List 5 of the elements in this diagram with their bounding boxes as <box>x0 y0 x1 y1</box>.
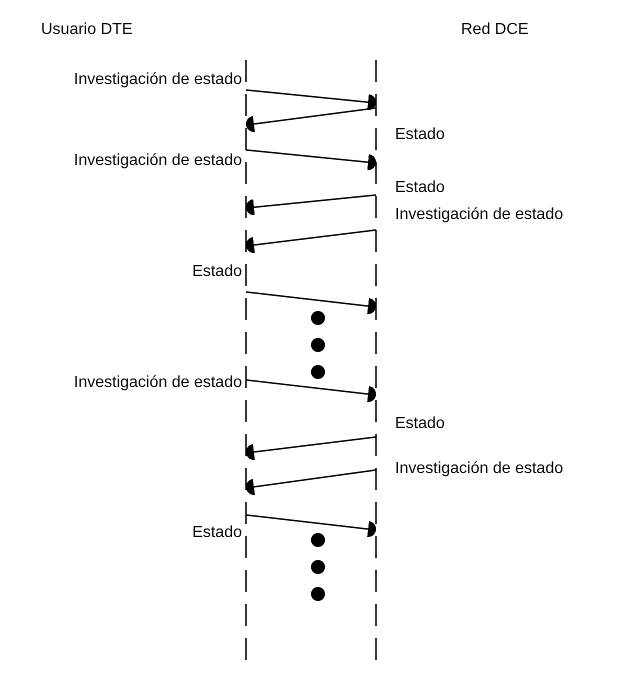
message-label: Investigación de estado <box>394 205 564 224</box>
message-label: Investigación de estado <box>394 459 564 478</box>
message-label: Investigación de estado <box>72 151 243 170</box>
message-label: Investigación de estado <box>72 70 243 89</box>
message-label: Investigación de estado <box>72 373 243 392</box>
